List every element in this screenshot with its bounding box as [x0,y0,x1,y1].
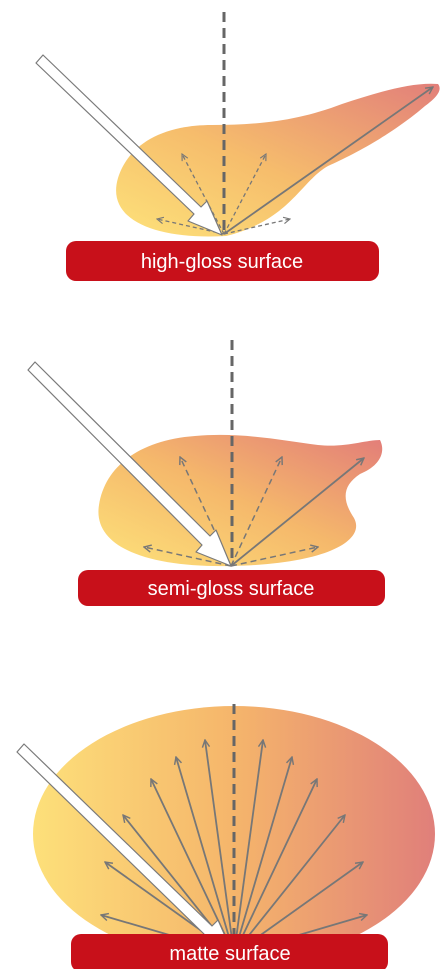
surface-label: semi-gloss surface [148,578,315,600]
panel-high-gloss: high-gloss surface [36,12,440,281]
surface-label: high-gloss surface [141,251,303,273]
panel-matte: matte surface [17,704,435,969]
surface-label: matte surface [169,943,290,965]
reflection-lobe [116,84,440,237]
panel-semi-gloss: semi-gloss surface [28,340,385,606]
